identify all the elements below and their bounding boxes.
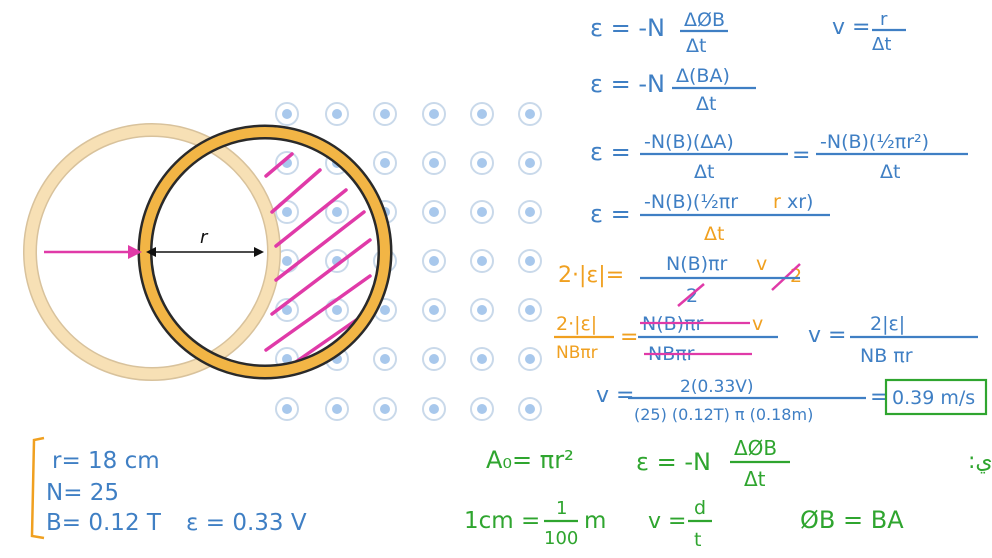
- initial-ring: [23, 123, 281, 381]
- radius-arrow: r: [146, 227, 264, 257]
- l3-den2: Δt: [880, 161, 900, 183]
- field-dot: [518, 347, 542, 371]
- field-dot: [470, 347, 494, 371]
- field-dot: [518, 298, 542, 322]
- l1b-den: Δt: [872, 34, 891, 55]
- field-dot: [275, 200, 299, 224]
- field-dot: [373, 347, 397, 371]
- moved-ring: [137, 124, 393, 380]
- l4-num-r: r: [773, 191, 781, 213]
- l6b-num: 2|ε|: [870, 313, 905, 335]
- l2-den: Δt: [696, 93, 716, 115]
- field-dot: [422, 298, 446, 322]
- field-dot: [422, 249, 446, 273]
- l1-lhs: ε = -N: [590, 14, 665, 42]
- swept-area-hatching: [264, 152, 372, 368]
- l4-num: -N(B)(½πr: [644, 191, 738, 213]
- cm-unit: m: [584, 508, 606, 534]
- given-r: r= 18 cm: [52, 448, 160, 474]
- l7-den: (25) (0.12T) π (0.18m): [634, 405, 813, 424]
- field-dot: [470, 249, 494, 273]
- field-dot: [422, 102, 446, 126]
- l7-num: 2(0.33V): [680, 377, 754, 397]
- field-dot: [470, 298, 494, 322]
- faraday-lhs: ε = -N: [636, 448, 711, 476]
- l5-v: v: [756, 253, 767, 275]
- displacement-arrow: [44, 245, 142, 259]
- cm-den: 100: [544, 528, 578, 549]
- l3-num2: -N(B)(½πr²): [820, 131, 929, 153]
- flux-formula: ØB = BA: [800, 506, 904, 534]
- field-dot: [470, 200, 494, 224]
- field-dot: [275, 151, 299, 175]
- field-dot: [373, 102, 397, 126]
- field-dot: [422, 347, 446, 371]
- l6-den: NBπr: [556, 343, 598, 363]
- cm-lhs: 1cm =: [464, 508, 540, 534]
- field-dot: [518, 102, 542, 126]
- l4-lhs: ε =: [590, 200, 631, 228]
- field-dot: [275, 397, 299, 421]
- l6b-den: NB πr: [860, 345, 913, 367]
- l6-v: v: [752, 313, 763, 335]
- field-dot: [518, 200, 542, 224]
- l4-num-tail: xr): [787, 191, 813, 213]
- l7-eq: =: [870, 385, 888, 410]
- l3-lhs: ε =: [590, 138, 631, 166]
- given-n: N= 25: [46, 480, 119, 506]
- l1-den: Δt: [686, 35, 706, 57]
- field-dot: [422, 151, 446, 175]
- field-dot: [422, 397, 446, 421]
- field-dot: [325, 200, 349, 224]
- l5-num: N(B)πr: [666, 253, 728, 275]
- speed-den: t: [694, 529, 701, 551]
- given-b: B= 0.12 T: [46, 510, 162, 536]
- l6-num: 2·|ε|: [556, 313, 597, 335]
- field-dot: [518, 397, 542, 421]
- answer: 0.39 m/s: [892, 387, 975, 409]
- speed-num: d: [694, 497, 706, 519]
- l4-den: Δt: [704, 223, 724, 245]
- speed-lhs: v =: [648, 509, 686, 534]
- l6-eq: =: [620, 325, 638, 350]
- l1b-lhs: v =: [832, 15, 870, 40]
- field-dot: [518, 249, 542, 273]
- given-bracket: [30, 436, 45, 540]
- radius-label: r: [200, 227, 209, 248]
- l2-lhs: ε = -N: [590, 70, 665, 98]
- l2-num: Δ(BA): [676, 65, 730, 87]
- field-dot: [325, 102, 349, 126]
- l5-den-cancel: [677, 283, 705, 307]
- field-dot: [325, 298, 349, 322]
- faraday-den: Δt: [744, 467, 766, 491]
- l3-num: -N(B)(ΔA): [644, 131, 734, 153]
- l5-lhs: 2·|ε|=: [558, 263, 624, 288]
- field-dot: [373, 397, 397, 421]
- given-emf: ε = 0.33 V: [186, 510, 307, 536]
- l3-den: Δt: [694, 161, 714, 183]
- l7-lhs: v =: [596, 383, 634, 408]
- l6b-lhs: v =: [808, 323, 846, 348]
- field-dot: [422, 200, 446, 224]
- l5-den: 2: [686, 285, 698, 307]
- cm-num: 1: [556, 498, 567, 519]
- field-dot: [373, 151, 397, 175]
- l3-eq: =: [792, 143, 810, 168]
- area-formula: A₀= πr²: [486, 446, 574, 474]
- l1b-num: r: [880, 9, 888, 30]
- field-dot: [470, 397, 494, 421]
- field-dot: [325, 249, 349, 273]
- field-dot: [275, 102, 299, 126]
- field-dot: [275, 298, 299, 322]
- faraday-law-label: قانون فاراداي:: [968, 449, 992, 474]
- field-dot: [518, 151, 542, 175]
- field-dot: [325, 397, 349, 421]
- faraday-num: ΔØB: [734, 436, 777, 460]
- field-dot: [470, 151, 494, 175]
- field-dot: [470, 102, 494, 126]
- answer-box: [884, 378, 988, 416]
- l1-num: ΔØB: [684, 9, 725, 31]
